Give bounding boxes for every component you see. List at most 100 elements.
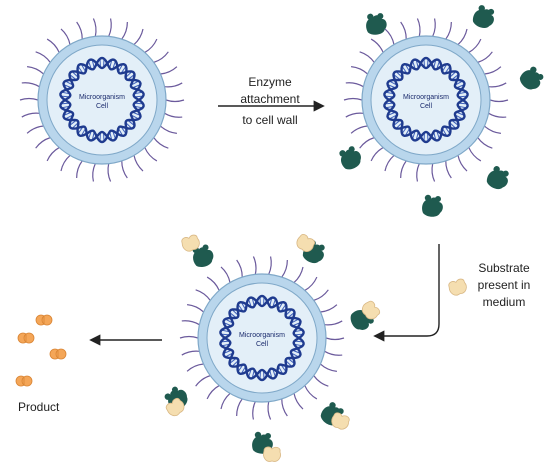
substrate-icon bbox=[263, 446, 281, 462]
substrate-icon bbox=[296, 234, 315, 252]
cell-hair bbox=[144, 147, 158, 162]
enzyme-icon bbox=[519, 66, 544, 90]
dna-ring bbox=[383, 56, 469, 144]
substrate-icon bbox=[331, 412, 350, 430]
cell-hair bbox=[108, 18, 112, 37]
dna-ring bbox=[219, 294, 305, 382]
cell-label-line2: Cell bbox=[256, 341, 269, 348]
cell-hair bbox=[324, 320, 343, 326]
cell-hair bbox=[484, 125, 501, 134]
cell-hair bbox=[220, 392, 231, 410]
substrate-icon bbox=[361, 300, 381, 320]
step1-label-line2: attachment bbox=[240, 92, 300, 106]
cell-hair bbox=[121, 22, 128, 40]
cell-hair bbox=[488, 82, 507, 88]
cell-hair bbox=[468, 147, 482, 162]
cell-hair bbox=[320, 363, 337, 372]
cell-hair bbox=[488, 112, 507, 118]
step2-label-line1: Substrate bbox=[478, 261, 530, 275]
cell-hair bbox=[370, 38, 384, 53]
cell-hair bbox=[325, 337, 345, 341]
cell-hair bbox=[445, 22, 452, 40]
cell-hair bbox=[236, 398, 243, 416]
cell-hair bbox=[489, 99, 509, 103]
cell-hair bbox=[27, 66, 44, 75]
substrate-body bbox=[165, 397, 185, 417]
cell-hair bbox=[195, 289, 211, 301]
product-icon bbox=[49, 348, 67, 360]
enzyme-body bbox=[473, 9, 494, 28]
cell-hairs bbox=[179, 256, 345, 420]
cell-hair bbox=[60, 28, 71, 45]
cell-hair bbox=[206, 385, 220, 400]
cell-hair bbox=[153, 137, 169, 149]
substrate-body bbox=[263, 446, 281, 462]
enzyme-icon bbox=[339, 146, 361, 170]
cell-hair bbox=[107, 163, 112, 182]
cell-hair bbox=[457, 28, 468, 46]
dna-ring bbox=[59, 56, 145, 144]
cell-hair bbox=[46, 147, 60, 162]
enzyme-lobe bbox=[478, 5, 485, 12]
cell-hair bbox=[320, 304, 338, 313]
step2-label-line3: medium bbox=[483, 295, 526, 309]
substrate-body bbox=[361, 300, 381, 320]
cell-hair bbox=[19, 97, 39, 101]
substrate-body bbox=[181, 234, 200, 252]
product-half bbox=[55, 348, 67, 360]
enzyme-lobe bbox=[329, 402, 336, 409]
enzyme-lobe bbox=[493, 166, 500, 173]
enzyme-lobe bbox=[318, 244, 325, 251]
dna-strand bbox=[383, 58, 469, 144]
cell-hair bbox=[179, 335, 199, 339]
cell-hair bbox=[304, 385, 318, 400]
cell-hair bbox=[195, 375, 211, 387]
cell-hair bbox=[267, 401, 272, 420]
substrate-body bbox=[296, 234, 315, 252]
cell-hair bbox=[35, 51, 51, 63]
cell-hair bbox=[416, 18, 421, 37]
product-half bbox=[41, 314, 53, 326]
cell-hair bbox=[468, 38, 482, 53]
product-icon bbox=[17, 332, 35, 344]
cell-hair bbox=[186, 363, 204, 372]
enzyme-icon bbox=[473, 5, 495, 28]
cell-hair bbox=[26, 125, 44, 134]
cell-hair bbox=[350, 125, 368, 134]
cell-hair bbox=[400, 21, 407, 40]
cell-hair bbox=[187, 304, 204, 313]
cell-hair bbox=[46, 38, 60, 53]
step2-label-line2: present in bbox=[478, 278, 531, 292]
cell-label-line1: Microorganism bbox=[403, 94, 449, 101]
substrate-icon bbox=[448, 278, 467, 296]
cell-hair bbox=[144, 38, 158, 53]
step1-label: Enzyme attachment to cell wall bbox=[240, 75, 300, 127]
cell-hair bbox=[400, 160, 407, 178]
cell-hair bbox=[92, 163, 96, 182]
enzyme-body bbox=[486, 170, 508, 190]
cell-hair bbox=[293, 266, 304, 284]
cell-hair bbox=[153, 51, 169, 63]
substrate-icon bbox=[181, 234, 200, 252]
cell-hair bbox=[477, 51, 493, 63]
cell-hair bbox=[133, 155, 144, 172]
cell-hair bbox=[281, 260, 288, 278]
enzyme-lobe bbox=[537, 73, 544, 80]
enzyme-body bbox=[422, 197, 443, 217]
cell-hair bbox=[121, 160, 128, 179]
enzyme-lobe bbox=[348, 146, 355, 153]
enzyme-lobe bbox=[435, 196, 441, 202]
cell-hair bbox=[384, 28, 395, 45]
cell-hair bbox=[313, 289, 329, 301]
cell-hair bbox=[164, 82, 183, 88]
cell-hair bbox=[359, 137, 375, 149]
product-label: Product bbox=[18, 400, 60, 414]
cell-hair bbox=[220, 266, 231, 283]
cell-label-line1: Microorganism bbox=[79, 94, 125, 101]
cell-hair bbox=[164, 112, 183, 118]
cell-hair bbox=[313, 375, 329, 387]
enzyme-lobe bbox=[339, 150, 346, 157]
